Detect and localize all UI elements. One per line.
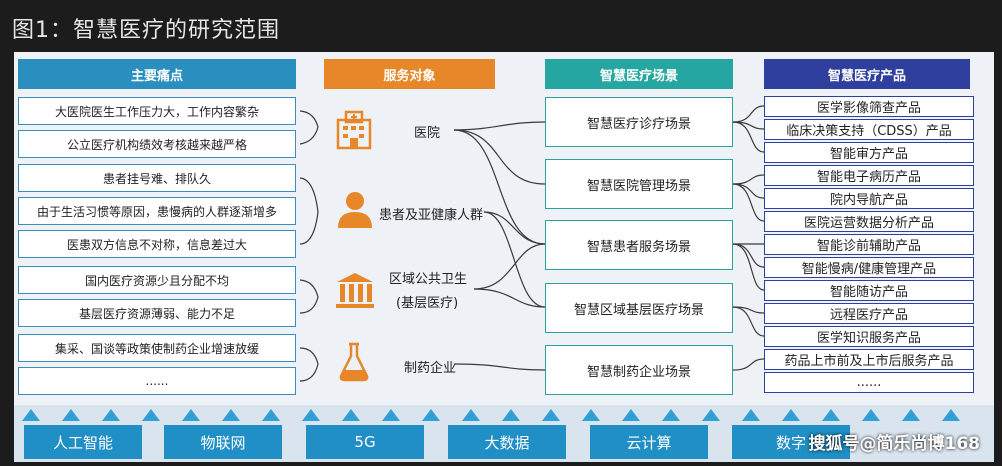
product-item: 医学知识服务产品	[764, 326, 974, 347]
scene-box: 智慧区域基层医疗场景	[545, 283, 733, 333]
up-arrow-icon	[62, 409, 80, 421]
up-arrow-icon	[822, 409, 840, 421]
target-patients-label: 患者及亚健康人群	[379, 208, 484, 223]
up-arrow-icon	[702, 409, 720, 421]
target-primary-care-label: (基层医疗)	[396, 296, 459, 311]
scene-box: 智慧患者服务场景	[545, 220, 733, 270]
product-item: 临床决策支持（CDSS）产品	[764, 119, 974, 140]
pain-point: 医患双方信息不对称，信息差过大	[18, 230, 296, 258]
pain-point: 大医院医生工作压力大，工作内容繁杂	[18, 97, 296, 125]
product-item: 智能电子病历产品	[764, 165, 974, 186]
up-arrow-icon	[782, 409, 800, 421]
tech-5g: 5G	[306, 425, 424, 459]
diagram-canvas: 主要痛点 服务对象 智慧医疗场景 智慧医疗产品 大医院医生工作压力大，工作内容繁…	[14, 52, 994, 462]
tech-digital: 数字	[732, 425, 850, 459]
product-item: 智能随访产品	[764, 280, 974, 301]
product-item: 智能审方产品	[764, 142, 974, 163]
product-item: 医院运营数据分析产品	[764, 211, 974, 232]
pain-point: 由于生活习惯等原因，患慢病的人群逐渐增多	[18, 197, 296, 225]
target-hospital-label: 医院	[414, 126, 441, 141]
up-arrow-icon	[742, 409, 760, 421]
pain-point: 公立医疗机构绩效考核越来越严格	[18, 130, 296, 158]
header-scenes: 智慧医疗场景	[545, 59, 733, 89]
product-item: 医学影像筛查产品	[764, 96, 974, 117]
scene-box: 智慧医疗诊疗场景	[545, 97, 733, 147]
target-pharma-label: 制药企业	[404, 361, 457, 376]
watermark: 搜狐号@简乐尚博168	[808, 434, 981, 454]
target-public-health-label: 区域公共卫生	[389, 272, 468, 287]
up-arrow-icon	[902, 409, 920, 421]
hospital-icon	[332, 110, 376, 154]
up-arrow-icon	[942, 409, 960, 421]
tech-iot: 物联网	[164, 425, 282, 459]
up-arrow-icon	[622, 409, 640, 421]
flask-icon	[336, 340, 372, 386]
up-arrow-icon	[502, 409, 520, 421]
up-arrow-icon	[542, 409, 560, 421]
up-arrow-icon	[342, 409, 360, 421]
product-item: 院内导航产品	[764, 188, 974, 209]
pain-point: 患者挂号难、排队久	[18, 164, 296, 192]
tech-bigdata: 大数据	[448, 425, 566, 459]
pain-point: 国内医疗资源少且分配不均	[18, 266, 296, 294]
up-arrow-icon	[222, 409, 240, 421]
header-products: 智慧医疗产品	[764, 59, 970, 89]
up-arrow-icon	[182, 409, 200, 421]
up-arrow-icon	[422, 409, 440, 421]
header-pain-points: 主要痛点	[18, 59, 296, 89]
pain-point-ellipsis: ......	[18, 367, 296, 395]
product-item: 智能诊前辅助产品	[764, 234, 974, 255]
pain-point: 集采、国谈等政策使制药企业增速放缓	[18, 334, 296, 362]
product-item-ellipsis: ......	[764, 372, 974, 393]
person-icon	[336, 190, 374, 234]
up-arrow-icon	[142, 409, 160, 421]
header-service-targets: 服务对象	[324, 59, 495, 89]
pain-point: 基层医疗资源薄弱、能力不足	[18, 299, 296, 327]
up-arrow-icon	[22, 409, 40, 421]
product-item: 远程医疗产品	[764, 303, 974, 324]
up-arrow-icon	[582, 409, 600, 421]
page-title: 图1：智慧医疗的研究范围	[12, 18, 280, 43]
tech-cloud: 云计算	[590, 425, 708, 459]
product-item: 智能慢病/健康管理产品	[764, 257, 974, 278]
product-item: 药品上市前及上市后服务产品	[764, 349, 974, 370]
up-arrow-icon	[102, 409, 120, 421]
up-arrow-icon	[262, 409, 280, 421]
up-arrow-icon	[662, 409, 680, 421]
scene-box: 智慧医院管理场景	[545, 159, 733, 209]
up-arrow-icon	[302, 409, 320, 421]
scene-box: 智慧制药企业场景	[545, 345, 733, 395]
public-building-icon	[334, 270, 376, 314]
up-arrow-icon	[862, 409, 880, 421]
up-arrow-icon	[382, 409, 400, 421]
up-arrow-icon	[462, 409, 480, 421]
tech-ai: 人工智能	[24, 425, 142, 459]
